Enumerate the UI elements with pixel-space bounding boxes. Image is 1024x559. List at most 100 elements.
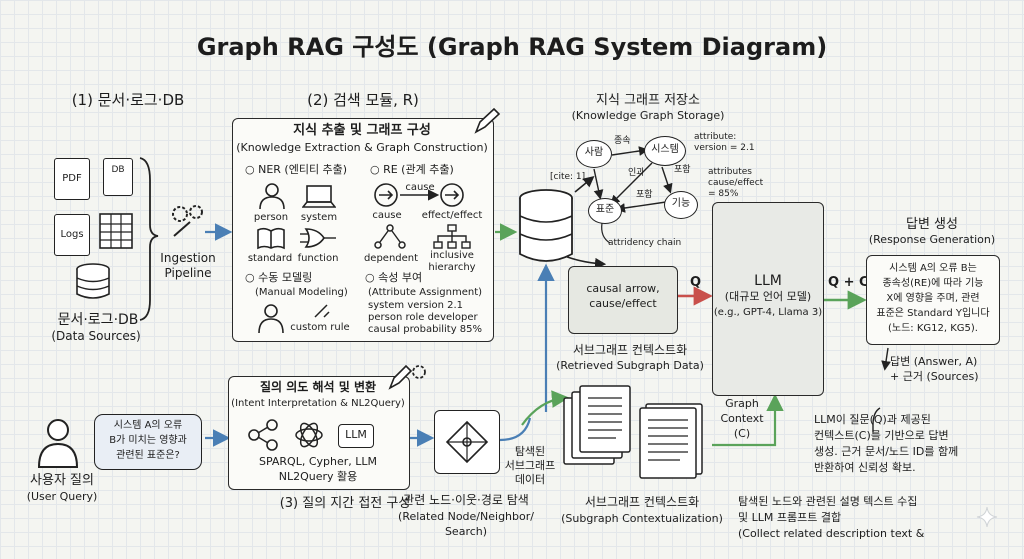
- extraction-subtitle: (Knowledge Extraction & Graph Constructi…: [236, 141, 488, 154]
- collect-line-3: (Collect related description text &: [738, 527, 925, 540]
- graph-context-line-1: Graph: [725, 397, 759, 410]
- found-data-line-2: 서브그래프: [504, 459, 556, 472]
- response-line-3: X에 영향을 주며, 관련: [886, 293, 980, 304]
- book-icon: [257, 227, 285, 250]
- kg-node-system: 시스템: [644, 136, 686, 166]
- kg-subtitle: (Knowledge Graph Storage): [571, 109, 725, 122]
- kg-attr-1-line2: version = 2.1: [694, 143, 755, 153]
- qc-label: Q + C: [828, 275, 869, 290]
- graph-context-line-3: (C): [733, 427, 751, 440]
- found-data-line-3: 데이터: [514, 473, 546, 486]
- intent-line-1: SPARQL, Cypher, LLM: [258, 455, 378, 468]
- relation-dependent: dependent: [363, 253, 419, 264]
- arrow-found-context: [521, 390, 570, 426]
- llm-badge-label: LLM: [345, 428, 367, 441]
- collect-line-1: 탐색된 노드와 관련된 설명 텍스트 수집: [738, 495, 918, 508]
- explain-line-2: 컨텍스트(C)를 기반으로 답변: [814, 429, 949, 442]
- kg-title: 지식 그래프 저장소: [596, 93, 700, 108]
- pdf-document-icon: PDF: [54, 158, 90, 200]
- kg-edge-include-2: 포함: [636, 190, 653, 200]
- section-label-query: (3) 질의 지간 접전 구성: [279, 496, 411, 511]
- entity-system: system: [300, 212, 338, 223]
- cause-effect-icon: [374, 183, 464, 207]
- sparkle-icon: [976, 506, 998, 528]
- extraction-title: 지식 추출 및 그래프 구성: [293, 123, 431, 138]
- contextualize-title: 서브그래프 컨텍스트화: [584, 495, 700, 509]
- db-label: DB: [111, 165, 125, 175]
- pencil-icon: [474, 107, 501, 134]
- knowledge-graph: [593, 146, 673, 244]
- pencil-gear-icon: [388, 364, 426, 390]
- user-icon: [37, 419, 79, 468]
- user-query-line-3: 관련된 표준은?: [116, 450, 180, 461]
- subgraph-result-box: causal arrow, cause/effect: [568, 266, 678, 334]
- relation-inclusive: inclusive: [430, 250, 474, 261]
- sources-label: 문서·로그·DB: [57, 312, 139, 328]
- graph-search-box[interactable]: [434, 410, 500, 474]
- explain-line-1: LLM이 질문(Q)과 제공된: [814, 413, 931, 426]
- section-label-sources: (1) 문서·로그·DB: [71, 91, 185, 109]
- response-line-4: 표준은 Standard Y입니다: [876, 308, 990, 319]
- kg-node-function-label: 기능: [671, 198, 691, 209]
- attribute-example-3: causal probability 85%: [368, 324, 483, 335]
- attribute-label: ○ 속성 부여: [365, 271, 423, 284]
- user-query-line-2: B가 미치는 영향과: [109, 435, 187, 446]
- kg-attr-1-line1: attribute:: [694, 132, 737, 142]
- kg-node-standard: 표준: [588, 198, 622, 224]
- re-label: ○ RE (관계 추출): [370, 163, 454, 176]
- ingestion-label-1: Ingestion: [160, 251, 216, 265]
- attribute-example-2: person role developer: [368, 312, 478, 323]
- custom-rule-label: custom rule: [290, 322, 350, 333]
- answer-label: 답변 (Answer, A): [890, 355, 978, 368]
- intent-subtitle: (Intent Interpretation & NL2Query): [231, 398, 405, 409]
- explain-line-4: 반환하여 신뢰성 확보.: [814, 461, 916, 474]
- hierarchy-icon: [433, 224, 471, 249]
- kg-node-person-label: 사람: [584, 147, 604, 158]
- gears-icon: [172, 205, 203, 237]
- spreadsheet-icon: [99, 213, 133, 249]
- sources-brace: [139, 157, 159, 321]
- response-subtitle: (Response Generation): [868, 233, 996, 246]
- ingestion-label-2: Pipeline: [164, 266, 212, 280]
- relation-cause-arrow-label: cause: [405, 182, 435, 193]
- intent-line-2: NL2Query 활용: [278, 470, 358, 483]
- page-title: Graph RAG 구성도 (Graph RAG System Diagram): [196, 33, 828, 61]
- share-graph-icon: [248, 419, 278, 451]
- llm-examples: (e.g., GPT-4, Llama 3): [713, 307, 823, 318]
- kg-node-function: 기능: [664, 191, 698, 219]
- llm-subtitle: (대규모 언어 모델): [724, 290, 812, 303]
- person-icon: [259, 183, 285, 210]
- entity-person: person: [253, 212, 289, 223]
- subgraph-result-line-2: cause/effect: [589, 297, 657, 310]
- manual-modeling-label: ○ 수동 모델링: [245, 271, 313, 284]
- explore-title: 관련 노드·이웃·경로 탐색: [403, 493, 529, 507]
- subgraph-data-subtitle: (Retrieved Subgraph Data): [556, 359, 704, 372]
- kg-edge-belongs: 종속: [614, 136, 631, 146]
- answer-sources-label: + 근거 (Sources): [890, 370, 979, 383]
- explore-subtitle-1: (Related Node/Neighbor/: [398, 510, 534, 523]
- relation-hierarchy: hierarchy: [428, 262, 476, 273]
- response-line-2: 종속성(RE)에 따라 기능: [882, 278, 984, 289]
- logs-label: Logs: [60, 229, 84, 240]
- response-line-1: 시스템 A의 오류 B는: [889, 263, 977, 274]
- entity-standard: standard: [247, 253, 293, 264]
- kg-attr-2-line3: = 85%: [708, 189, 739, 199]
- q-label: Q: [690, 275, 702, 290]
- response-title: 답변 생성: [906, 217, 958, 232]
- openai-logo-icon: [295, 422, 323, 448]
- context-documents-stack: [563, 385, 703, 479]
- response-box: 시스템 A의 오류 B는 종속성(RE)에 따라 기능 X에 영향을 주며, 관…: [866, 255, 1000, 345]
- attribute-sublabel: (Attribute Assignment): [368, 287, 483, 298]
- response-line-5: (노드: KG12, KG5).: [888, 323, 978, 334]
- sources-sublabel: (Data Sources): [51, 329, 141, 343]
- rule-edit-icon: [314, 304, 330, 318]
- dependency-tree-icon: [374, 224, 406, 249]
- llm-title: LLM: [754, 273, 782, 289]
- entity-function: function: [297, 253, 339, 264]
- arrow-storage-kg: [574, 175, 595, 193]
- arrow-explore-up: [499, 417, 532, 442]
- laptop-icon: [302, 185, 336, 208]
- found-data-line-1: 탐색된: [514, 445, 546, 458]
- modeler-person-icon: [258, 304, 284, 334]
- kg-node-standard-label: 표준: [595, 204, 615, 215]
